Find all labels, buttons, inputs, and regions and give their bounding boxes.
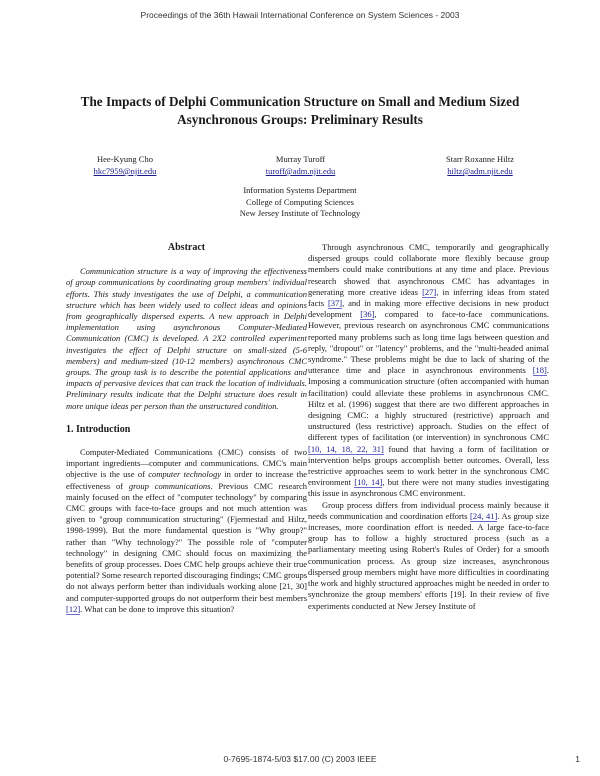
citation-link[interactable]: [12] [66, 603, 81, 615]
left-column: Abstract Communication structure is a wa… [66, 242, 307, 615]
body-paragraph: Through asynchronous CMC, temporarily an… [308, 242, 549, 499]
intro-paragraph: Computer-Mediated Communications (CMC) c… [66, 447, 307, 615]
footer-isbn: 0-7695-1874-5/03 $17.00 (C) 2003 IEEE [223, 754, 377, 764]
page-number: 1 [575, 754, 580, 764]
citation-link[interactable]: [27] [422, 286, 437, 298]
author-1: Hee-Kyung Cho hkc7959@njit.edu [70, 153, 180, 177]
citation-link[interactable]: [24, 41] [470, 510, 498, 522]
body-paragraph: Group process differs from individual pr… [308, 499, 549, 611]
running-head: Proceedings of the 36th Hawaii Internati… [140, 10, 460, 20]
author-3: Starr Roxanne Hiltz hiltz@adm.njit.edu [420, 153, 540, 177]
abstract-text: Communication structure is a way of impr… [66, 266, 307, 411]
author-name: Starr Roxanne Hiltz [446, 154, 514, 164]
affiliation-department: Information Systems Department [243, 185, 357, 195]
citation-link[interactable]: [36] [360, 309, 375, 321]
affiliation-college: College of Computing Sciences [246, 196, 354, 207]
affiliation: Information Systems Department College o… [150, 185, 450, 220]
citation-link[interactable]: [10, 14, 18, 22, 31] [308, 443, 384, 455]
paper-title: The Impacts of Delphi Communication Stru… [80, 94, 520, 127]
author-email-link[interactable]: turoff@adm.njit.edu [265, 166, 336, 176]
section-heading-introduction: 1. Introduction [66, 423, 131, 435]
right-column: Through asynchronous CMC, temporarily an… [308, 242, 549, 612]
author-block: Hee-Kyung Cho hkc7959@njit.edu Murray Tu… [60, 153, 540, 183]
abstract-heading: Abstract [167, 242, 206, 253]
author-name: Murray Turoff [275, 154, 326, 164]
author-2: Murray Turoff turoff@adm.njit.edu [243, 153, 358, 177]
citation-link[interactable]: [18] [532, 365, 547, 377]
affiliation-institute: New Jersey Institute of Technology [239, 208, 361, 218]
citation-link[interactable]: [37] [327, 298, 343, 310]
author-name: Hee-Kyung Cho [97, 154, 153, 164]
author-email-link[interactable]: hkc7959@njit.edu [93, 166, 157, 176]
author-email-link[interactable]: hiltz@adm.njit.edu [447, 166, 513, 176]
citation-link[interactable]: [10, 14] [354, 477, 383, 489]
